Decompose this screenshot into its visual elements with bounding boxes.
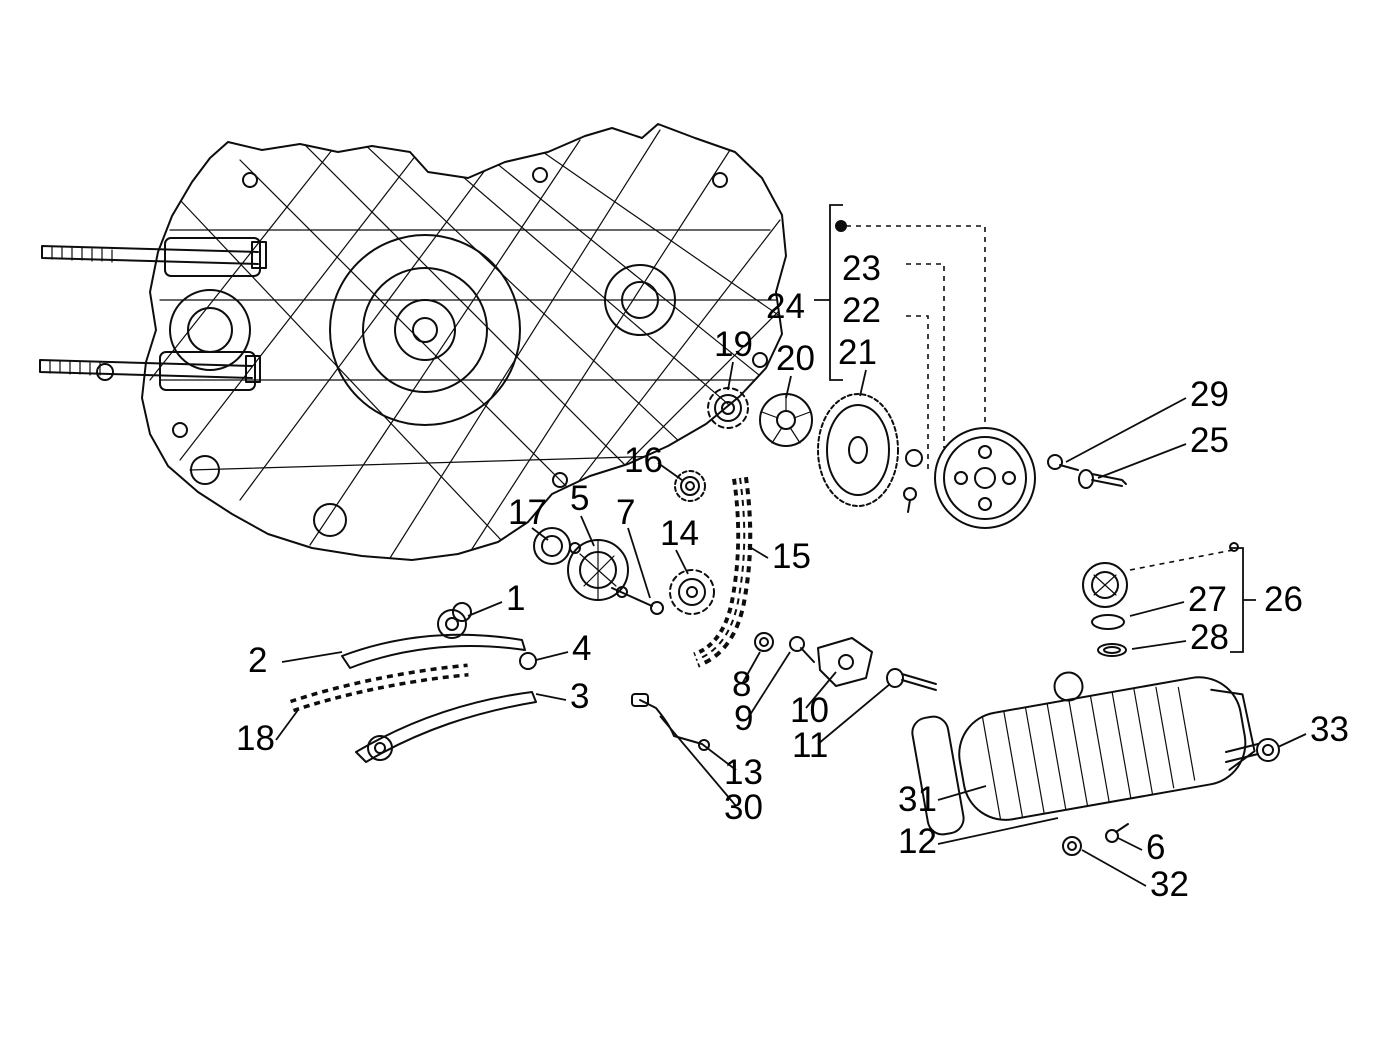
callout-15: 15 <box>772 537 811 576</box>
callout-1: 1 <box>506 579 525 618</box>
callout-28: 28 <box>1190 618 1229 657</box>
engine-crankcase-drawing <box>141 123 787 561</box>
group-bracket-24 <box>814 204 986 470</box>
screw-11 <box>886 668 937 691</box>
callout-25: 25 <box>1190 421 1229 460</box>
timing-chain-15 <box>692 476 753 668</box>
pivot-pin-4 <box>519 652 537 670</box>
callout-30: 30 <box>724 788 763 827</box>
filter-cap-group <box>1082 562 1128 657</box>
callout-17: 17 <box>508 493 547 532</box>
lever-13-30 <box>631 693 710 751</box>
callout-6: 6 <box>1146 828 1165 867</box>
callout-7: 7 <box>616 493 635 532</box>
tensioner-arm-2 <box>341 609 526 669</box>
oil-pump-assembly <box>533 527 664 615</box>
sprocket-19 <box>707 387 749 429</box>
nut-32 <box>1062 836 1082 856</box>
callout-8: 8 <box>732 665 751 704</box>
toothed-disc-21 <box>817 393 899 507</box>
callout-12: 12 <box>898 822 937 861</box>
pivot-pin-1 <box>452 602 472 622</box>
crankcase-webbing <box>149 129 786 560</box>
group-bracket-26 <box>1129 542 1256 653</box>
bolt-9 <box>789 636 815 663</box>
callout-11: 11 <box>792 726 828 765</box>
callout-16: 16 <box>624 441 663 480</box>
engine-studs <box>39 241 267 383</box>
callout-20: 20 <box>776 339 815 378</box>
callout-31: 31 <box>898 780 937 819</box>
callout-4: 4 <box>572 629 591 668</box>
bolt-29 <box>1047 454 1079 471</box>
callout-3: 3 <box>570 677 589 716</box>
sprocket-16 <box>674 470 706 502</box>
callout-24: 24 <box>766 287 805 326</box>
callout-23: 23 <box>842 249 881 288</box>
callout-labels: 24 23 22 21 19 20 29 25 16 17 5 7 14 15 … <box>236 249 1349 904</box>
callout-10: 10 <box>790 691 829 730</box>
nut-8 <box>754 632 774 652</box>
bolt-33 <box>1225 738 1280 763</box>
oil-sump-cover-31 <box>911 671 1256 836</box>
callout-19: 19 <box>714 325 753 364</box>
callout-18: 18 <box>236 719 275 758</box>
callout-26: 26 <box>1264 580 1303 619</box>
callout-14: 14 <box>660 514 699 553</box>
crankcase-bores <box>169 167 768 537</box>
callout-22: 22 <box>842 291 881 330</box>
callout-27: 27 <box>1188 580 1227 619</box>
callout-2: 2 <box>248 641 267 680</box>
crankcase-lugs <box>159 237 261 391</box>
tensioner-arm-3 <box>355 691 537 763</box>
callout-29: 29 <box>1190 375 1229 414</box>
callout-32: 32 <box>1150 865 1189 904</box>
leader-lines <box>275 361 1307 887</box>
chain-guide-18 <box>289 663 469 713</box>
screw-6 <box>1105 823 1129 843</box>
callout-13: 13 <box>724 753 763 792</box>
callout-33: 33 <box>1310 710 1349 749</box>
pulley-half-disc <box>934 427 1036 529</box>
bolt-25 <box>1078 469 1127 489</box>
washer-disc-20 <box>759 393 813 447</box>
sprocket-14 <box>669 569 715 615</box>
callout-5: 5 <box>570 479 589 518</box>
callout-21: 21 <box>838 333 877 372</box>
bracket-10 <box>817 637 873 687</box>
callout-9: 9 <box>734 699 753 738</box>
